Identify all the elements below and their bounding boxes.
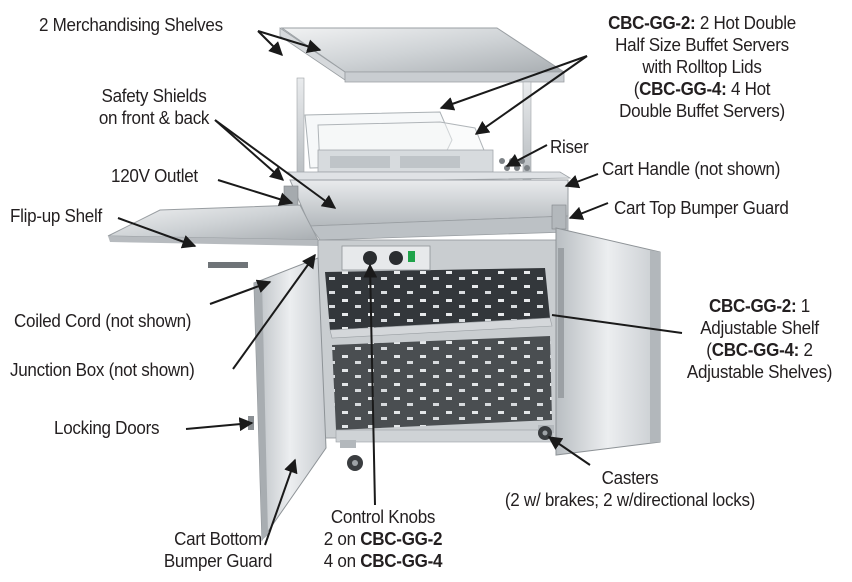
casters xyxy=(340,425,554,471)
label-text: ( xyxy=(633,78,640,99)
label-text: 2 on xyxy=(323,528,361,549)
right-door xyxy=(555,227,661,456)
merchandising-shelf xyxy=(279,27,566,83)
label-line: on front & back xyxy=(98,107,210,128)
label-merchandising-shelves: 2 Merchandising Shelves xyxy=(39,14,223,35)
control-panel xyxy=(341,245,431,271)
label-line: Safety Shields xyxy=(101,85,207,106)
label-line: with Rolltop Lids xyxy=(642,56,762,77)
buffet-servers xyxy=(304,111,530,173)
label-cart-handle: Cart Handle (not shown) xyxy=(602,158,781,179)
label-cart-bottom-bumper: Cart Bottom Bumper Guard xyxy=(163,528,273,572)
label-line: Cart Bottom xyxy=(174,528,262,549)
label-riser: Riser xyxy=(550,136,589,157)
label-casters: Casters (2 w/ brakes; 2 w/directional lo… xyxy=(469,467,791,511)
label-line: (CBC-GG-4: 2 xyxy=(679,339,840,361)
model-code: CBC-GG-4 xyxy=(360,550,443,571)
label-junction-box: Junction Box (not shown) xyxy=(10,359,195,380)
model-code: CBC-GG-2 xyxy=(360,528,443,549)
label-line: (2 w/ brakes; 2 w/directional locks) xyxy=(504,489,756,510)
model-code: CBC-GG-2: xyxy=(709,295,797,316)
label-line: 2 on CBC-GG-2 xyxy=(323,528,443,550)
cart-top xyxy=(283,171,572,241)
label-line: Double Buffet Servers) xyxy=(619,100,785,121)
model-code: CBC-GG-2: xyxy=(608,12,696,33)
label-line: Half Size Buffet Servers xyxy=(615,34,789,55)
label-line: Casters xyxy=(601,467,659,488)
label-line: Bumper Guard xyxy=(163,550,273,571)
flip-up-shelf xyxy=(107,204,319,268)
model-code: CBC-GG-4: xyxy=(639,78,727,99)
label-line: Control Knobs xyxy=(330,506,436,527)
left-door xyxy=(248,257,327,542)
label-line: 4 on CBC-GG-4 xyxy=(323,550,443,572)
label-line: CBC-GG-2: 1 xyxy=(679,295,840,317)
label-line: Adjustable Shelves) xyxy=(686,361,833,382)
label-text: 2 xyxy=(799,339,813,360)
label-cart-top-bumper: Cart Top Bumper Guard xyxy=(614,197,789,218)
label-flip-up-shelf: Flip-up Shelf xyxy=(10,205,102,226)
label-line: CBC-GG-2: 2 Hot Double xyxy=(582,12,821,34)
label-line: Adjustable Shelf xyxy=(700,317,819,338)
label-120v-outlet: 120V Outlet xyxy=(111,165,198,186)
label-text: 4 Hot xyxy=(726,78,771,99)
model-code: CBC-GG-4: xyxy=(711,339,800,360)
label-text: 1 xyxy=(796,295,810,316)
label-adjustable-shelf: CBC-GG-2: 1 Adjustable Shelf (CBC-GG-4: … xyxy=(679,295,840,383)
label-text: 4 on xyxy=(323,550,361,571)
label-locking-doors: Locking Doors xyxy=(54,417,160,438)
label-buffet-servers: CBC-GG-2: 2 Hot Double Half Size Buffet … xyxy=(582,12,821,122)
label-line: (CBC-GG-4: 4 Hot xyxy=(582,78,821,100)
label-text: 2 Hot Double xyxy=(695,12,796,33)
label-text: ( xyxy=(706,339,712,360)
label-safety-shields: Safety Shields on front & back xyxy=(90,85,219,129)
callout-arrows xyxy=(117,30,683,546)
label-control-knobs: Control Knobs 2 on CBC-GG-2 4 on CBC-GG-… xyxy=(323,506,443,572)
label-coiled-cord: Coiled Cord (not shown) xyxy=(14,310,192,331)
cabinet-interior xyxy=(317,239,557,443)
